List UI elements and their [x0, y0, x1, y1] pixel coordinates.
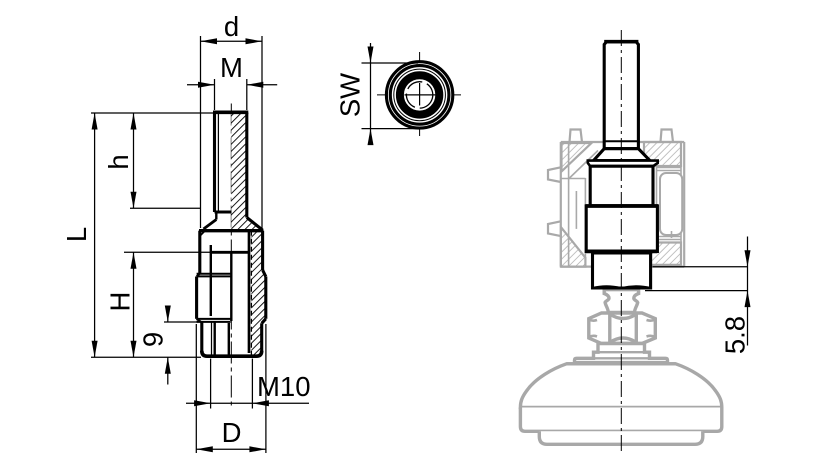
svg-text:H: H — [105, 292, 136, 312]
svg-text:D: D — [222, 417, 242, 448]
svg-text:M: M — [220, 52, 243, 83]
svg-text:9: 9 — [138, 332, 169, 347]
svg-text:SW: SW — [335, 73, 366, 117]
svg-text:M10: M10 — [257, 371, 311, 402]
svg-text:d: d — [224, 11, 239, 42]
svg-text:L: L — [61, 227, 92, 242]
svg-text:h: h — [103, 154, 134, 169]
svg-text:5.8: 5.8 — [720, 316, 751, 354]
